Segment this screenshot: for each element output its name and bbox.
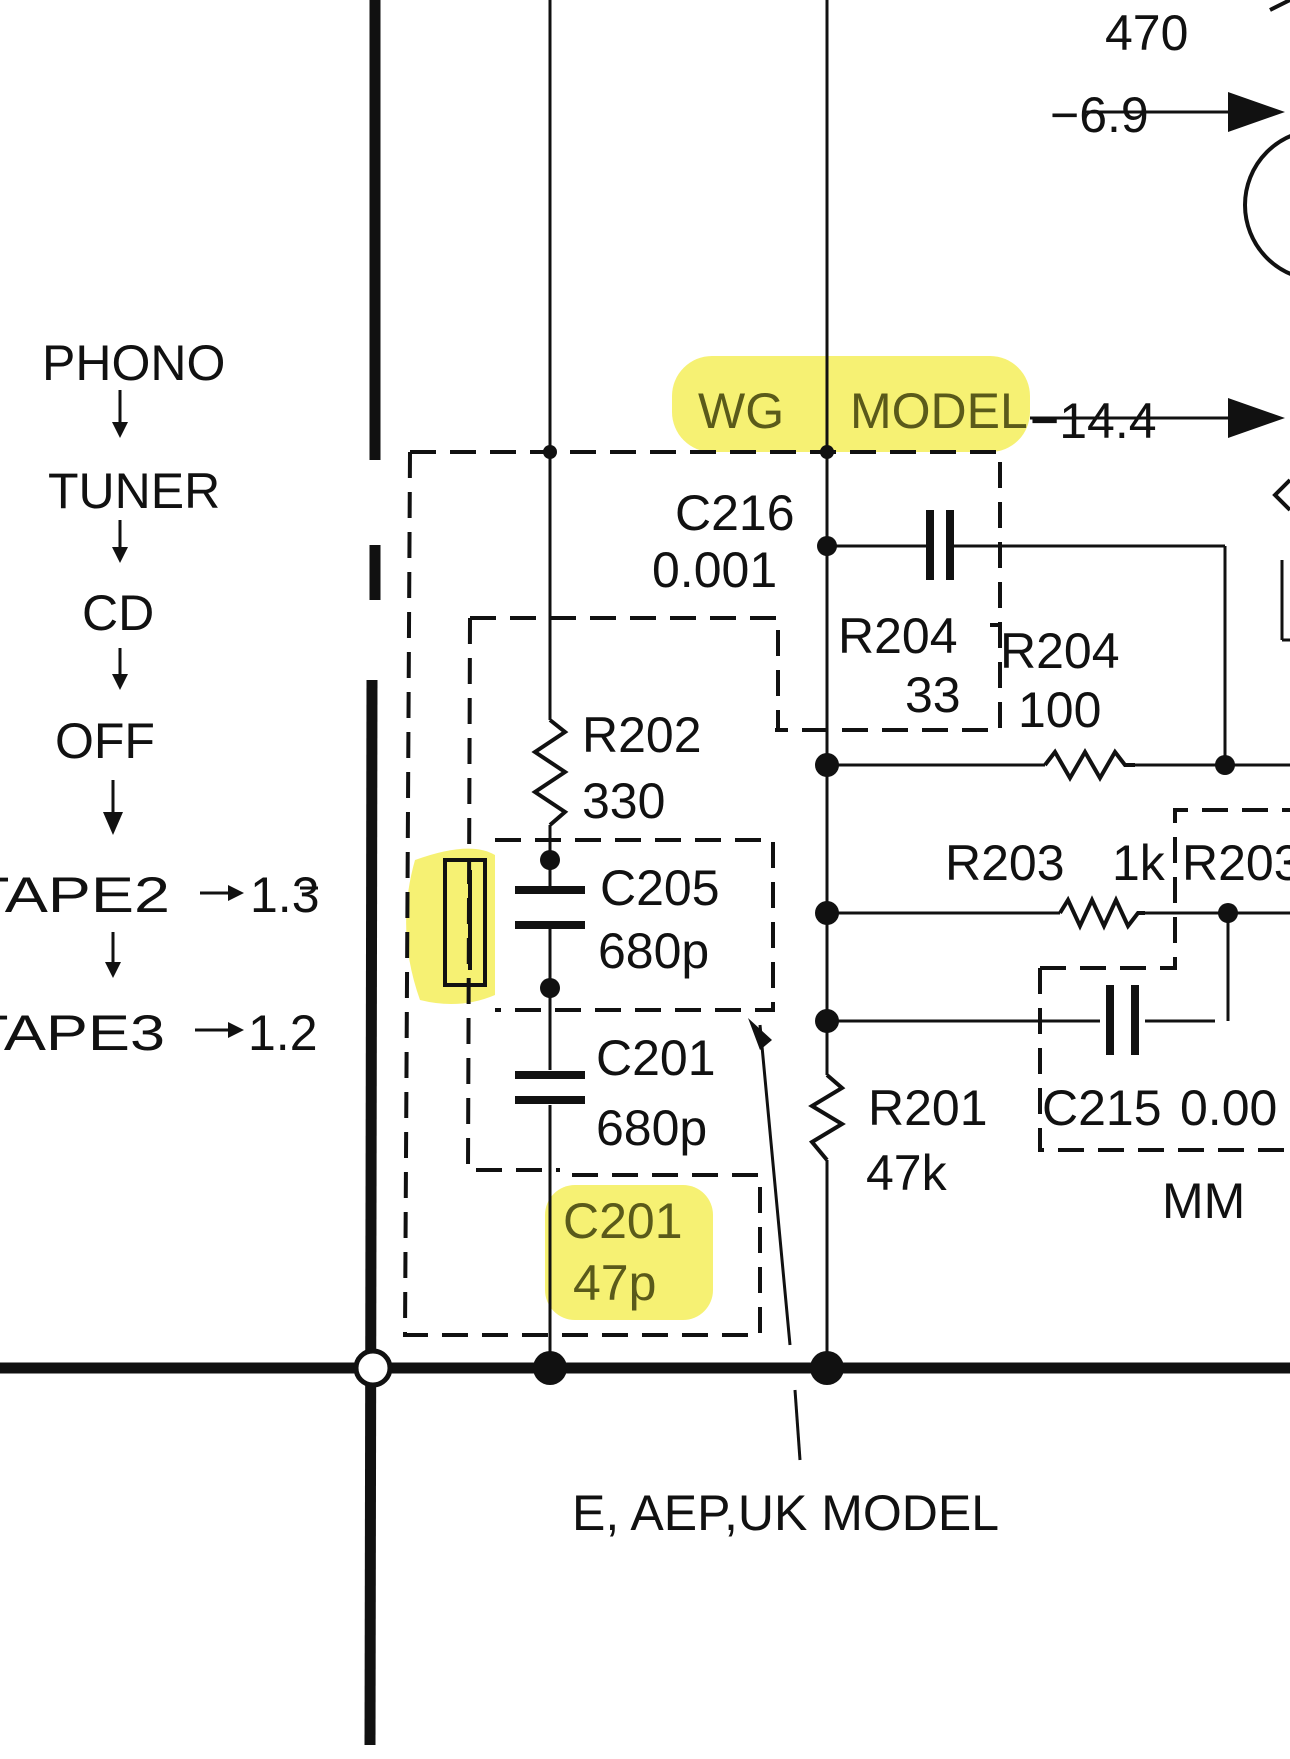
c205-ref: C205 bbox=[600, 860, 720, 916]
outer-dashed-box bbox=[410, 450, 1002, 732]
c201a-value: 680p bbox=[596, 1100, 707, 1156]
highlight-wg-model bbox=[672, 356, 1030, 452]
note-mm: MM bbox=[1162, 1173, 1245, 1229]
r203b-ref: R203 bbox=[1182, 835, 1290, 891]
selector-phono: PHONO bbox=[42, 335, 225, 391]
selector-tape2: TAPE2 bbox=[0, 867, 170, 923]
arrow-head bbox=[748, 1018, 772, 1050]
resistor-r204-symbol bbox=[1043, 747, 1135, 783]
transistor-symbol bbox=[1243, 134, 1290, 276]
wires bbox=[548, 0, 1290, 1461]
highlight-marks bbox=[406, 356, 1030, 1320]
selector-arrows bbox=[103, 390, 244, 1038]
selector-tuner: TUNER bbox=[48, 463, 220, 519]
c215-value: 0.00 bbox=[1180, 1080, 1277, 1136]
highlight-c205-bracket bbox=[406, 848, 495, 1004]
r204b-ref: R204 bbox=[1000, 623, 1120, 679]
note-model: MODEL bbox=[850, 383, 1028, 439]
component-labels: C216 0.001 R204 33 R204 100 R202 330 C20… bbox=[563, 485, 1290, 1311]
selector-off: OFF bbox=[55, 713, 155, 769]
c201a-ref: C201 bbox=[596, 1030, 716, 1086]
voltage-marker-2 bbox=[1228, 398, 1285, 438]
r203a-value: 1k bbox=[1112, 835, 1166, 891]
note-e-aep-uk-model: E, AEP,UK MODEL bbox=[572, 1485, 999, 1541]
r203a-ref: R203 bbox=[945, 835, 1065, 891]
r202-ref: R202 bbox=[582, 707, 702, 763]
c216-value: 0.001 bbox=[652, 542, 777, 598]
c216-ref: C216 bbox=[675, 485, 795, 541]
r201-ref: R201 bbox=[868, 1080, 988, 1136]
r204b-value: 100 bbox=[1018, 682, 1101, 738]
selector-labels: PHONO TUNER CD OFF TAPE2 1.3 TAPE3 1.2 bbox=[0, 335, 320, 1061]
voltage-minus-6-9: −6.9 bbox=[1050, 87, 1149, 143]
voltage-marker-1 bbox=[1228, 92, 1285, 132]
c205-dashed-box bbox=[495, 838, 775, 1012]
voltage-minus-14-4: −14.4 bbox=[1030, 393, 1157, 449]
component-symbols bbox=[443, 0, 1290, 1162]
resistor-r202-symbol bbox=[531, 718, 569, 827]
resistor-r201-symbol bbox=[808, 1073, 846, 1162]
inner-dashed-box bbox=[470, 616, 780, 730]
c215-dashed-box bbox=[1038, 968, 1290, 1152]
c215-ref: C215 bbox=[1042, 1080, 1162, 1136]
selector-cd: CD bbox=[82, 585, 154, 641]
resistor-r203-symbol bbox=[1058, 895, 1145, 931]
model-notes: WG MODEL E, AEP,UK MODEL MM bbox=[572, 383, 1245, 1541]
bus-junction-open bbox=[353, 1348, 393, 1388]
r204a-ref: R204 bbox=[838, 608, 958, 664]
junction-nodes bbox=[533, 445, 1238, 1385]
c201b-ref: C201 bbox=[563, 1193, 683, 1249]
c201b-value: 47p bbox=[573, 1255, 656, 1311]
selector-tape2-value: 1.3 bbox=[250, 867, 320, 923]
highlight-c201-47p bbox=[545, 1185, 713, 1320]
c205-value: 680p bbox=[598, 923, 709, 979]
r204a-value: 33 bbox=[905, 667, 961, 723]
dashed-outlines bbox=[402, 450, 1290, 1337]
voltage-labels: 470 −6.9 −14.4 bbox=[1030, 5, 1188, 449]
r201-value: 47k bbox=[866, 1145, 948, 1201]
selector-tape3-value: 1.2 bbox=[248, 1005, 318, 1061]
selector-tape3: TAPE3 bbox=[0, 1005, 165, 1061]
note-wg: WG bbox=[698, 383, 784, 439]
value-470: 470 bbox=[1105, 5, 1188, 61]
r202-value: 330 bbox=[582, 773, 665, 829]
